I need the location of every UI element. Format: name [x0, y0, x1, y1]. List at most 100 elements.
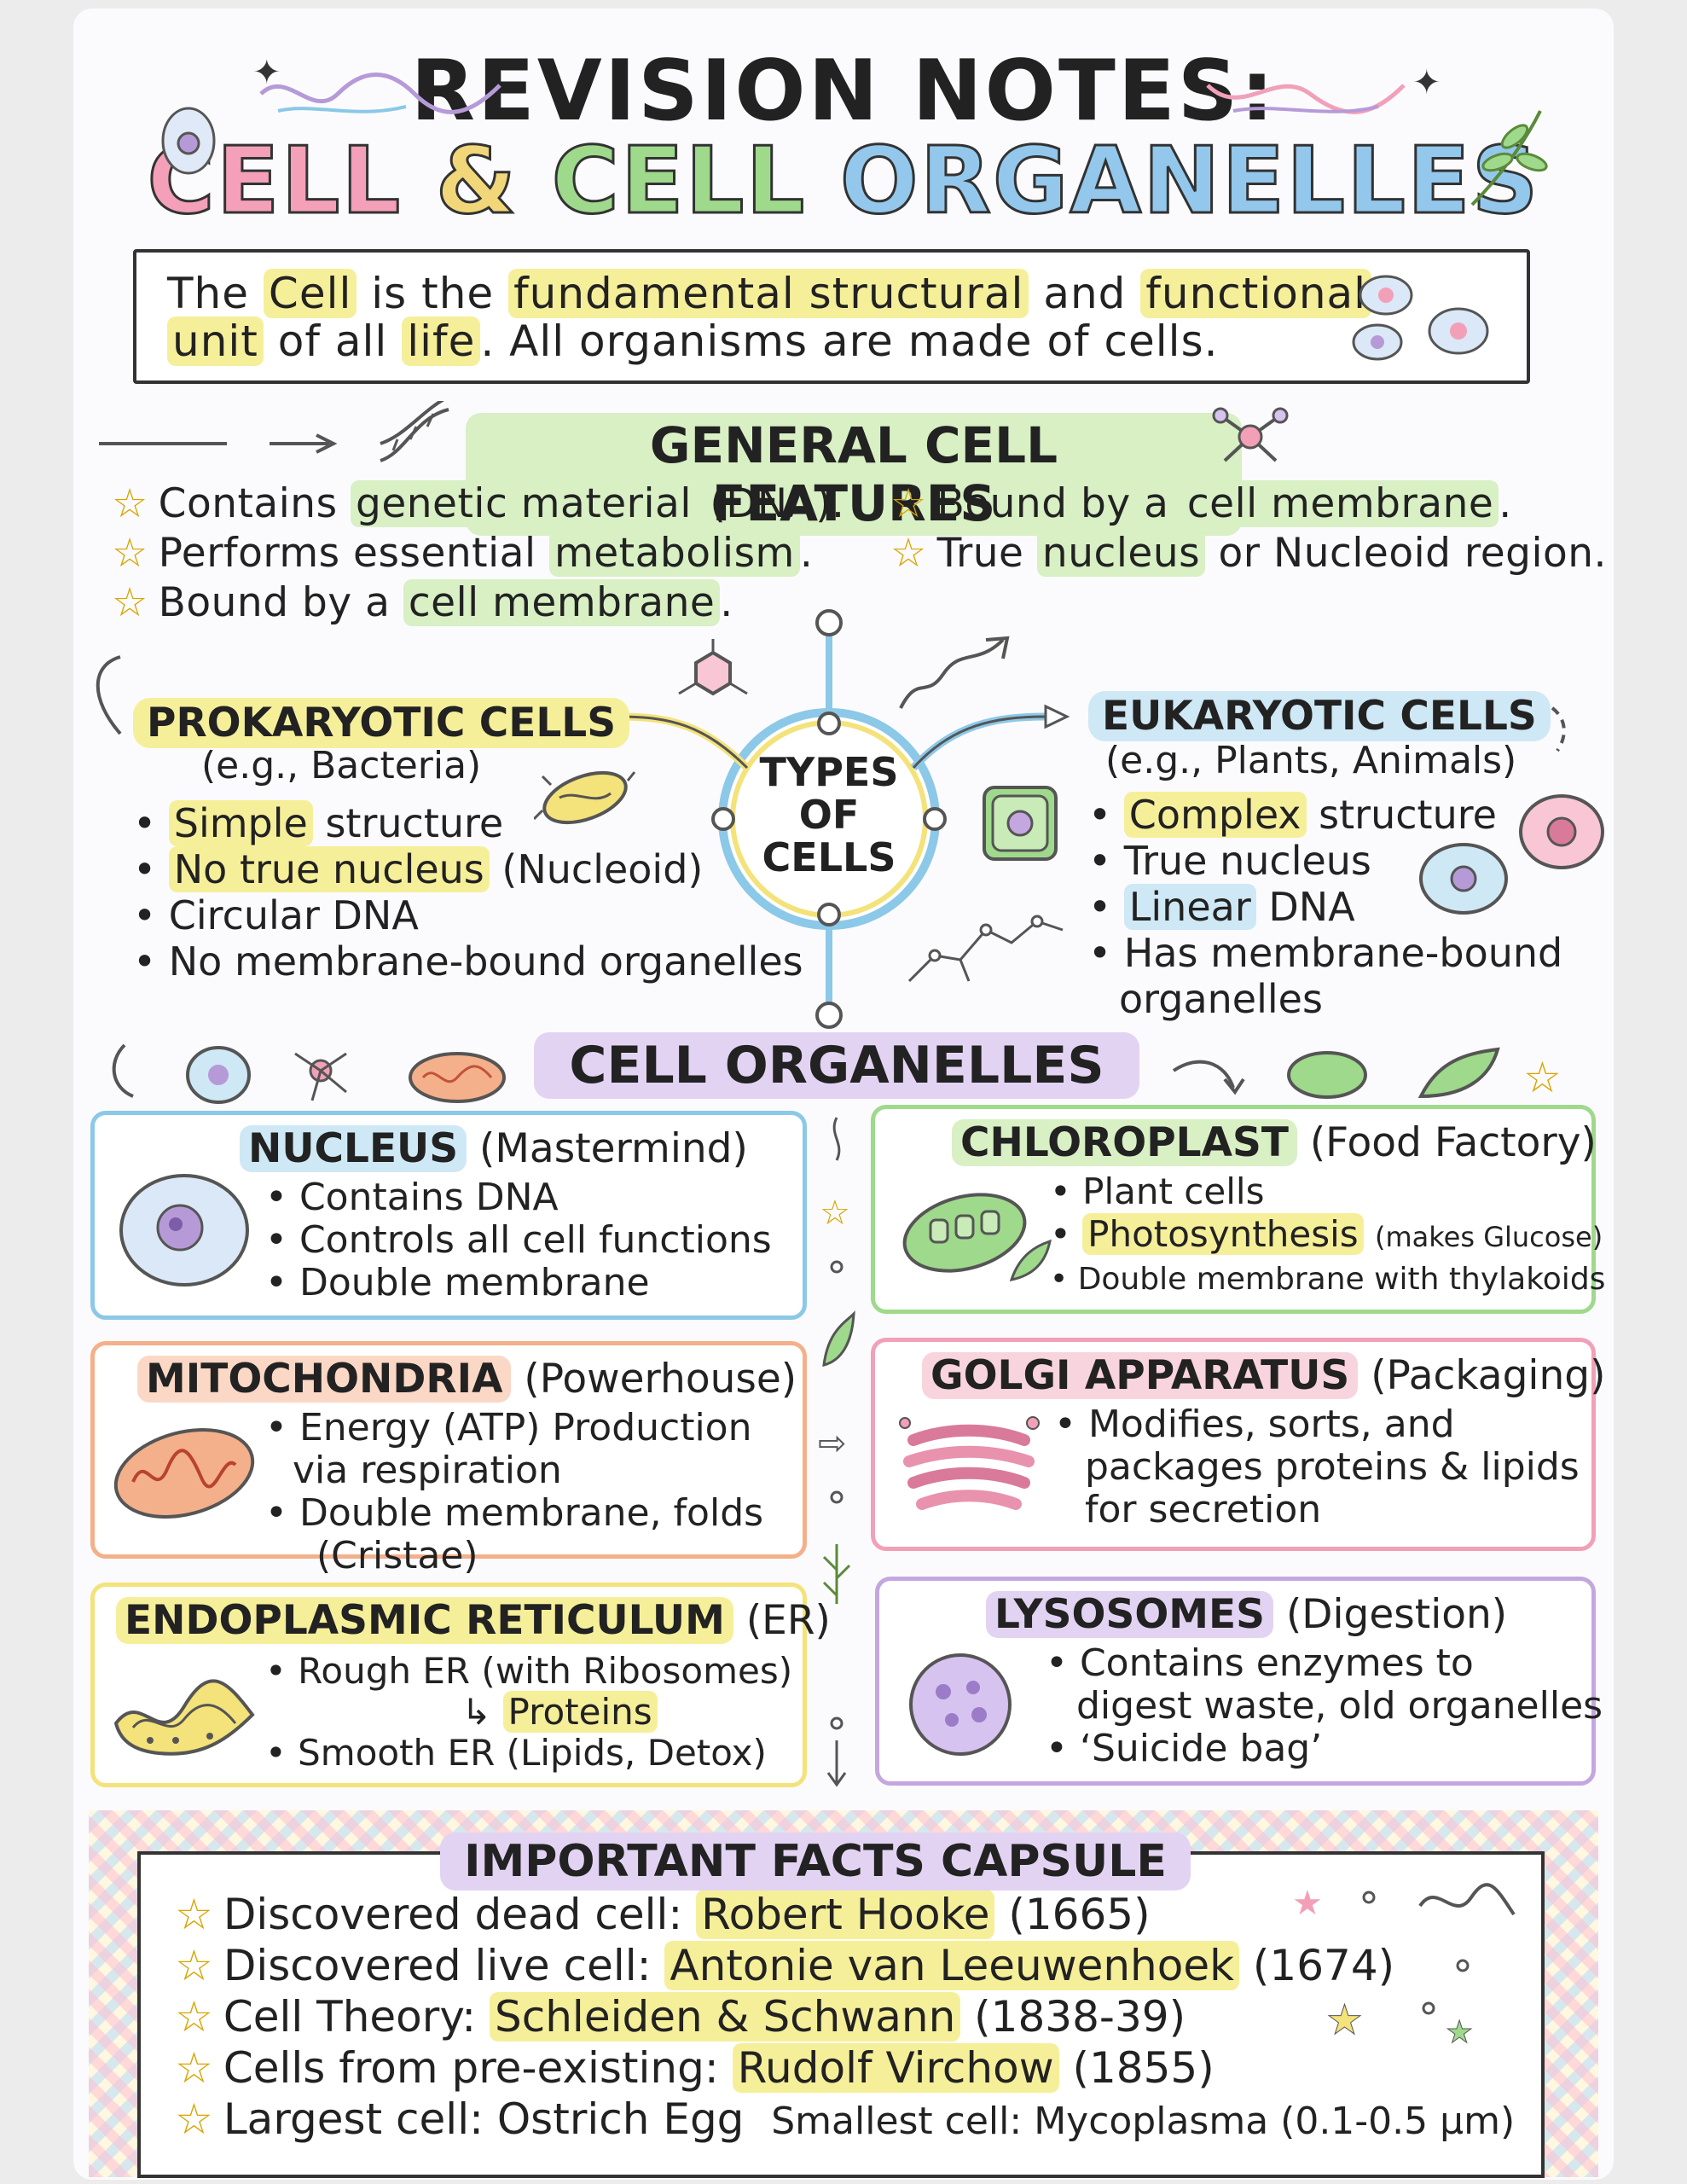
list-item: • Has membrane-bound [1088, 930, 1563, 976]
golgi-points: • Modifies, sorts, and packages proteins… [1054, 1403, 1580, 1531]
swirl-decoration-right: ✦ [1206, 63, 1441, 114]
nucleus-points: • Contains DNA • Controls all cell funct… [265, 1176, 772, 1304]
page-title-line2: CELL & CELL ORGANELLES [73, 127, 1614, 236]
title-word-cell-2: CELL [550, 127, 807, 236]
definition-text: The Cell is the fundamental structural a… [167, 269, 1372, 366]
star-icon: ☆ [112, 480, 148, 527]
golgi-card: GOLGI APPARATUS (Packaging) • Modifies, … [871, 1338, 1605, 1551]
mitochondria-card: MITOCHONDRIA (Powerhouse) • Energy (ATP)… [90, 1341, 807, 1577]
dna-icon [380, 401, 449, 462]
cell-doodle-icon [161, 107, 216, 175]
list-item: • Circular DNA [133, 892, 419, 938]
feature-item: ☆Performs essential metabolism. [112, 530, 814, 577]
fact-item: ☆Discovered dead cell: Robert Hooke (166… [175, 1890, 1151, 1939]
star-icon: ☆ [890, 480, 927, 527]
star-icon: ☆ [112, 579, 148, 626]
bacteria-icon [534, 770, 636, 825]
revision-sheet: REVISION NOTES: CELL & CELL ORGANELLES ✦… [73, 9, 1614, 2180]
lysosomes-points: • Contains enzymes to digest waste, old … [1046, 1641, 1603, 1770]
animal-cell-icon [1519, 794, 1604, 869]
star-icon: ☆ [890, 530, 927, 577]
fact-item: ☆Cell Theory: Schleiden & Schwann (1838-… [175, 1992, 1186, 2042]
star-icon: ☆ [112, 530, 148, 577]
nucleus-heading: NUCLEUS (Mastermind) [240, 1125, 748, 1172]
svg-text:☆: ☆ [820, 1194, 850, 1233]
nucleus-card: NUCLEUS (Mastermind) • Contains DNA • Co… [90, 1111, 807, 1320]
golgi-icon [899, 1416, 1040, 1510]
network-molecule-icon [907, 915, 1064, 983]
er-heading: ENDOPLASMIC RETICULUM (ER) [116, 1597, 831, 1644]
prokaryotic-points: • Simple structure • No true nucleus (Nu… [133, 800, 803, 985]
leaf-branch-icon [1470, 110, 1548, 206]
page-title-line1: REVISION NOTES: [410, 43, 1277, 140]
prokaryotic-heading: PROKARYOTIC CELLS [133, 698, 630, 748]
plant-cell-icon [983, 786, 1058, 861]
eukaryotic-heading: EUKARYOTIC CELLS [1088, 691, 1551, 741]
definition-box: The Cell is the fundamental structural a… [133, 249, 1530, 384]
star-icon: ☆ [175, 1992, 213, 2042]
general-features-left: ☆Contains genetic material (DNA). ☆Perfo… [112, 479, 844, 628]
svg-text:✦: ✦ [1412, 63, 1441, 102]
organelle-doodles-left [112, 1043, 506, 1104]
mitochondria-points: • Energy (ATP) Production via respiratio… [265, 1406, 764, 1577]
chloroplast-card: CHLOROPLAST (Food Factory) • Plant cells… [871, 1105, 1605, 1314]
list-item: • No membrane-bound organelles [133, 938, 803, 985]
organelle-doodles-right: ☆ [1172, 1047, 1562, 1102]
er-card: ENDOPLASMIC RETICULUM (ER) • Rough ER (w… [90, 1583, 831, 1787]
er-icon [113, 1679, 255, 1756]
nucleus-icon [119, 1174, 249, 1287]
facts-heading: IMPORTANT FACTS CAPSULE [440, 1833, 1191, 1891]
swirl-decoration-left: ✦ [252, 60, 501, 114]
organelles-heading: CELL ORGANELLES [534, 1032, 1139, 1099]
list-item: • True nucleus [1088, 838, 1371, 884]
molecule-icon [1212, 407, 1289, 462]
list-item: • Linear DNA [1088, 884, 1355, 930]
title-word-organelles: ORGANELLES [838, 127, 1540, 236]
er-points: • Rough ER (with Ribosomes) ↳ Proteins •… [265, 1650, 793, 1774]
svg-text:⇨: ⇨ [818, 1424, 847, 1463]
star-icon: ☆ [175, 2094, 213, 2144]
feature-item: ☆Bound by a cell membrane. [890, 480, 1512, 527]
svg-text:★: ★ [1292, 1884, 1323, 1923]
svg-text:★: ★ [1446, 2015, 1473, 2050]
star-icon: ☆ [175, 2043, 213, 2093]
list-item: • No true nucleus (Nucleoid) [133, 846, 704, 892]
feature-item: ☆True nucleus or Nucleoid region. [890, 530, 1607, 577]
lysosomes-heading: LYSOSOMES (Digestion) [986, 1591, 1507, 1638]
fact-item: ☆Discovered live cell: Antonie van Leeuw… [175, 1941, 1395, 1990]
lysosomes-card: LYSOSOMES (Digestion) • Contains enzymes… [875, 1577, 1603, 1786]
feature-item: ☆Bound by a cell membrane. [112, 579, 733, 626]
lysosome-icon [909, 1653, 1012, 1756]
fact-item: ☆Largest cell: Ostrich Egg Smallest cell… [175, 2094, 1516, 2144]
eukaryotic-example: (e.g., Plants, Animals) [1105, 739, 1517, 782]
middle-doodle-column: ☆ ⇨ [818, 1117, 855, 1787]
svg-text:★: ★ [1326, 1996, 1363, 2044]
facts-list: ☆Discovered dead cell: Robert Hooke (166… [175, 1889, 1515, 2147]
general-features-right: ☆Bound by a cell membrane. ☆True nucleus… [890, 479, 1607, 578]
svg-text:☆: ☆ [1523, 1053, 1562, 1102]
chloroplast-points: • Plant cells • Photosynthesis (makes Gl… [1050, 1170, 1606, 1297]
mitochondria-heading: MITOCHONDRIA (Powerhouse) [137, 1356, 797, 1403]
types-connector-diagram [96, 609, 1566, 1029]
dashed-arrow-left [99, 433, 338, 454]
title-ampersand: & [434, 127, 518, 236]
feature-item: ☆Contains genetic material (DNA). [112, 480, 845, 527]
star-icon: ☆ [175, 1890, 213, 1939]
types-center-label: TYPES OF CELLS [759, 749, 899, 880]
golgi-heading: GOLGI APPARATUS (Packaging) [922, 1352, 1605, 1399]
cell-icon [1419, 843, 1508, 915]
chloroplast-heading: CHLOROPLAST (Food Factory) [952, 1119, 1597, 1166]
fact-item: ☆Cells from pre-existing: Rudolf Virchow… [175, 2043, 1215, 2093]
eukaryotic-points: • Complex structure • True nucleus • Lin… [1088, 792, 1563, 1022]
cells-cluster-icon [1352, 275, 1489, 361]
star-icon: ☆ [175, 1941, 213, 1990]
prokaryotic-example: (e.g., Bacteria) [201, 744, 482, 787]
list-item: • Simple structure [133, 800, 504, 846]
chloroplast-icon [902, 1193, 1052, 1281]
mitochondria-icon [113, 1428, 255, 1519]
list-item: • Complex structure [1088, 792, 1497, 838]
svg-text:✦: ✦ [252, 60, 281, 92]
facts-capsule: ☆Discovered dead cell: Robert Hooke (166… [137, 1851, 1545, 2178]
hexagon-molecule-icon [678, 639, 748, 696]
facts-doodles: ★ ★ ★ [1292, 1883, 1516, 2051]
